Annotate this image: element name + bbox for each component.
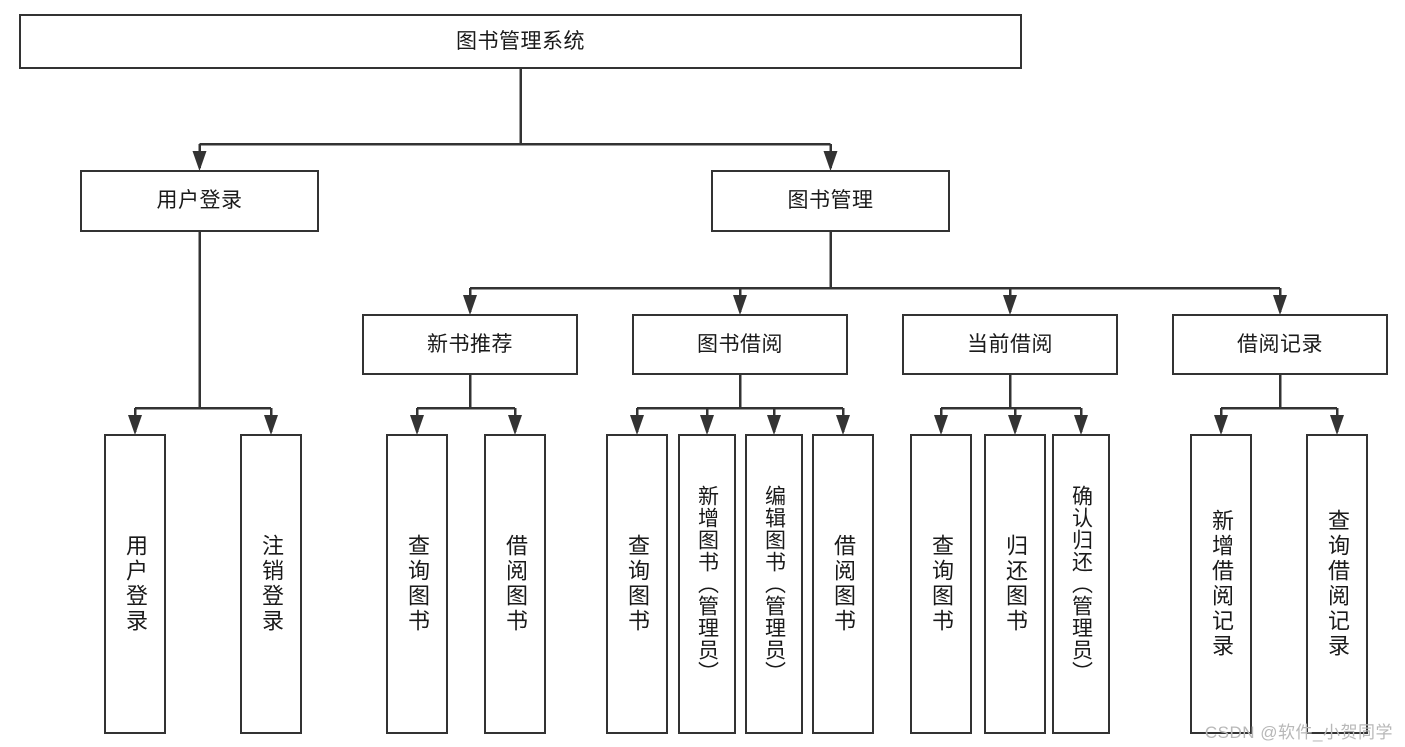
node-leaf-query-book-current[interactable]: 查询图书 bbox=[910, 434, 972, 734]
node-leaf-borrow-book[interactable]: 借阅图书 bbox=[812, 434, 874, 734]
arrowhead bbox=[1008, 415, 1022, 435]
node-new-book-recommend[interactable]: 新书推荐 bbox=[362, 314, 578, 375]
node-label: 查询图书 bbox=[625, 534, 650, 634]
arrowhead bbox=[128, 415, 142, 435]
node-label: 图书管理系统 bbox=[456, 29, 585, 53]
node-current-borrow[interactable]: 当前借阅 bbox=[902, 314, 1118, 375]
node-leaf-query-book-borrow[interactable]: 查询图书 bbox=[606, 434, 668, 734]
arrowhead bbox=[192, 151, 207, 171]
node-label: 借阅记录 bbox=[1237, 332, 1323, 356]
node-leaf-query-book-recommend[interactable]: 查询图书 bbox=[386, 434, 448, 734]
node-label: 图书管理 bbox=[787, 189, 874, 213]
arrowhead bbox=[934, 415, 948, 435]
arrowhead bbox=[767, 415, 781, 435]
node-label: 新书推荐 bbox=[427, 332, 513, 356]
arrowhead bbox=[1330, 415, 1344, 435]
arrowhead bbox=[836, 415, 850, 435]
node-borrow-record[interactable]: 借阅记录 bbox=[1172, 314, 1388, 375]
node-leaf-edit-book[interactable]: 编辑图书（管理员） bbox=[745, 434, 803, 734]
node-leaf-return-book[interactable]: 归还图书 bbox=[984, 434, 1046, 734]
node-leaf-query-borrow-record[interactable]: 查询借阅记录 bbox=[1306, 434, 1368, 734]
node-label: 借阅图书 bbox=[831, 534, 856, 634]
node-label: 确认归还（管理员） bbox=[1069, 485, 1093, 683]
arrowhead bbox=[1074, 415, 1088, 435]
node-label: 查询图书 bbox=[929, 534, 954, 634]
node-label: 归还图书 bbox=[1003, 534, 1028, 634]
node-label: 查询借阅记录 bbox=[1325, 509, 1350, 659]
node-leaf-add-borrow-record[interactable]: 新增借阅记录 bbox=[1190, 434, 1252, 734]
arrowhead bbox=[1273, 295, 1287, 315]
watermark-label: CSDN @软件_小贺同学 bbox=[1204, 723, 1393, 742]
node-label: 新增借阅记录 bbox=[1209, 509, 1234, 659]
node-label: 编辑图书（管理员） bbox=[762, 485, 786, 683]
node-root-root[interactable]: 图书管理系统 bbox=[19, 14, 1022, 69]
arrowhead bbox=[630, 415, 644, 435]
node-label: 借阅图书 bbox=[503, 534, 528, 634]
node-leaf-user-logout[interactable]: 注销登录 bbox=[240, 434, 302, 734]
node-leaf-add-book[interactable]: 新增图书（管理员） bbox=[678, 434, 736, 734]
node-leaf-confirm-return[interactable]: 确认归还（管理员） bbox=[1052, 434, 1110, 734]
node-label: 当前借阅 bbox=[967, 332, 1053, 356]
arrowhead bbox=[1214, 415, 1228, 435]
arrowhead bbox=[1003, 295, 1017, 315]
node-label: 用户登录 bbox=[156, 189, 243, 213]
arrowhead bbox=[508, 415, 522, 435]
node-label: 图书借阅 bbox=[697, 332, 783, 356]
arrowhead bbox=[733, 295, 747, 315]
node-label: 注销登录 bbox=[259, 534, 284, 634]
arrowhead bbox=[264, 415, 278, 435]
node-label: 查询图书 bbox=[405, 534, 430, 634]
node-label: 新增图书（管理员） bbox=[695, 485, 719, 683]
arrowhead bbox=[463, 295, 477, 315]
arrowhead bbox=[410, 415, 424, 435]
node-leaf-user-login[interactable]: 用户登录 bbox=[104, 434, 166, 734]
arrowhead bbox=[823, 151, 838, 171]
node-user-login[interactable]: 用户登录 bbox=[80, 170, 319, 232]
arrowhead bbox=[700, 415, 714, 435]
node-leaf-borrow-book-recommend[interactable]: 借阅图书 bbox=[484, 434, 546, 734]
node-book-borrow[interactable]: 图书借阅 bbox=[632, 314, 848, 375]
node-book-manage[interactable]: 图书管理 bbox=[711, 170, 950, 232]
node-label: 用户登录 bbox=[123, 534, 148, 634]
